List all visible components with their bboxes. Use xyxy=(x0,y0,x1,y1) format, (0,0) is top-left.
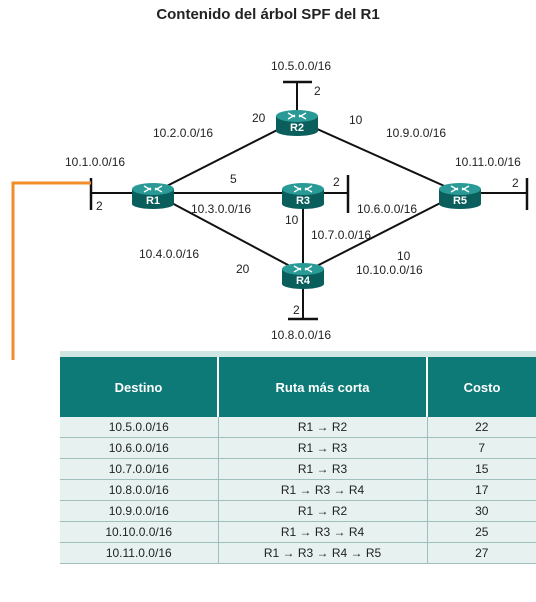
cell-destino: 10.10.0.0/16 xyxy=(60,521,219,543)
link-r1-r2 xyxy=(152,119,298,194)
cost-label-r1-r3: 5 xyxy=(230,172,237,186)
column-header-ruta: Ruta más corta xyxy=(218,357,428,417)
router-r5-icon: R5 xyxy=(439,183,481,209)
cost-label-r5-lan: 2 xyxy=(512,176,519,190)
cost-label-r2-lan: 2 xyxy=(314,84,321,98)
table-top-bar xyxy=(60,351,536,357)
cell-destino: 10.9.0.0/16 xyxy=(60,500,219,522)
cell-destino: 10.8.0.0/16 xyxy=(60,479,219,501)
network-label-n4: 10.4.0.0/16 xyxy=(139,247,199,261)
table-row: 10.7.0.0/16 R1 → R3 15 xyxy=(60,458,536,480)
network-label-n2: 10.2.0.0/16 xyxy=(153,126,213,140)
cost-label-r3-lan: 2 xyxy=(333,175,340,189)
table-header-row: Destino Ruta más corta Costo xyxy=(60,357,536,417)
highlight-arrow xyxy=(11,181,91,360)
cell-costo: 7 xyxy=(427,437,536,459)
column-header-destino: Destino xyxy=(60,357,219,417)
router-r4-icon: R4 xyxy=(282,263,324,289)
table-row: 10.11.0.0/16 R1 → R3 → R4 → R5 27 xyxy=(60,542,536,564)
network-topology-diagram: R1 R2 R3 R4 R5 10.1.0.0/16 10.2.0.0/16 1… xyxy=(11,59,529,360)
cell-ruta: R1 → R3 xyxy=(218,458,428,480)
network-label-n5: 10.5.0.0/16 xyxy=(271,59,331,73)
table-row: 10.5.0.0/16 R1 → R2 22 xyxy=(60,417,536,438)
cell-ruta: R1 → R3 → R4 → R5 xyxy=(218,542,428,564)
router-r2-icon: R2 xyxy=(276,110,318,136)
cell-costo: 22 xyxy=(427,417,536,438)
cell-destino: 10.11.0.0/16 xyxy=(60,542,219,564)
cost-label-r2-r5: 10 xyxy=(349,113,363,127)
router-r3-label: R3 xyxy=(296,195,310,207)
cell-ruta: R1 → R3 → R4 xyxy=(218,479,428,501)
cell-destino: 10.7.0.0/16 xyxy=(60,458,219,480)
network-label-n1: 10.1.0.0/16 xyxy=(65,155,125,169)
network-label-n6: 10.6.0.0/16 xyxy=(357,202,417,216)
table-row: 10.9.0.0/16 R1 → R2 30 xyxy=(60,500,536,522)
spf-table: Destino Ruta más corta Costo 10.5.0.0/16… xyxy=(60,351,536,564)
table-row: 10.6.0.0/16 R1 → R3 7 xyxy=(60,437,536,459)
network-label-n7: 10.7.0.0/16 xyxy=(311,228,371,242)
cost-label-r1-r4: 20 xyxy=(236,262,250,276)
network-label-n3: 10.3.0.0/16 xyxy=(191,202,251,216)
cell-costo: 25 xyxy=(427,521,536,543)
cell-costo: 30 xyxy=(427,500,536,522)
network-label-n11: 10.11.0.0/16 xyxy=(455,155,521,169)
router-r4-label: R4 xyxy=(296,275,311,287)
cell-costo: 17 xyxy=(427,479,536,501)
link-r4-r5 xyxy=(302,192,461,274)
network-label-n8: 10.8.0.0/16 xyxy=(271,328,331,342)
cell-destino: 10.5.0.0/16 xyxy=(60,417,219,438)
link-r2-r5 xyxy=(296,119,461,194)
cost-label-r4-r5: 10 xyxy=(397,249,411,263)
network-label-n10: 10.10.0.0/16 xyxy=(356,263,423,277)
router-r5-label: R5 xyxy=(453,195,467,207)
cell-costo: 15 xyxy=(427,458,536,480)
router-r1-label: R1 xyxy=(146,195,160,207)
page-title: Contenido del árbol SPF del R1 xyxy=(156,6,380,23)
router-r3-icon: R3 xyxy=(282,183,324,209)
cell-ruta: R1 → R2 xyxy=(218,500,428,522)
table-row: 10.8.0.0/16 R1 → R3 → R4 17 xyxy=(60,479,536,501)
cost-label-r1-lan: 2 xyxy=(96,199,103,213)
cell-ruta: R1 → R3 → R4 xyxy=(218,521,428,543)
router-r1-icon: R1 xyxy=(132,183,174,209)
link-r1-r4 xyxy=(152,192,304,274)
table-row: 10.10.0.0/16 R1 → R3 → R4 25 xyxy=(60,521,536,543)
cost-label-r3-r4: 10 xyxy=(285,213,299,227)
router-r2-label: R2 xyxy=(290,122,304,134)
column-header-costo: Costo xyxy=(427,357,536,417)
cost-label-r4-lan: 2 xyxy=(293,303,300,317)
cell-ruta: R1 → R2 xyxy=(218,417,428,438)
cell-costo: 27 xyxy=(427,542,536,564)
cell-destino: 10.6.0.0/16 xyxy=(60,437,219,459)
cell-ruta: R1 → R3 xyxy=(218,437,428,459)
cost-label-r1-r2: 20 xyxy=(252,111,266,125)
network-label-n9: 10.9.0.0/16 xyxy=(386,126,446,140)
